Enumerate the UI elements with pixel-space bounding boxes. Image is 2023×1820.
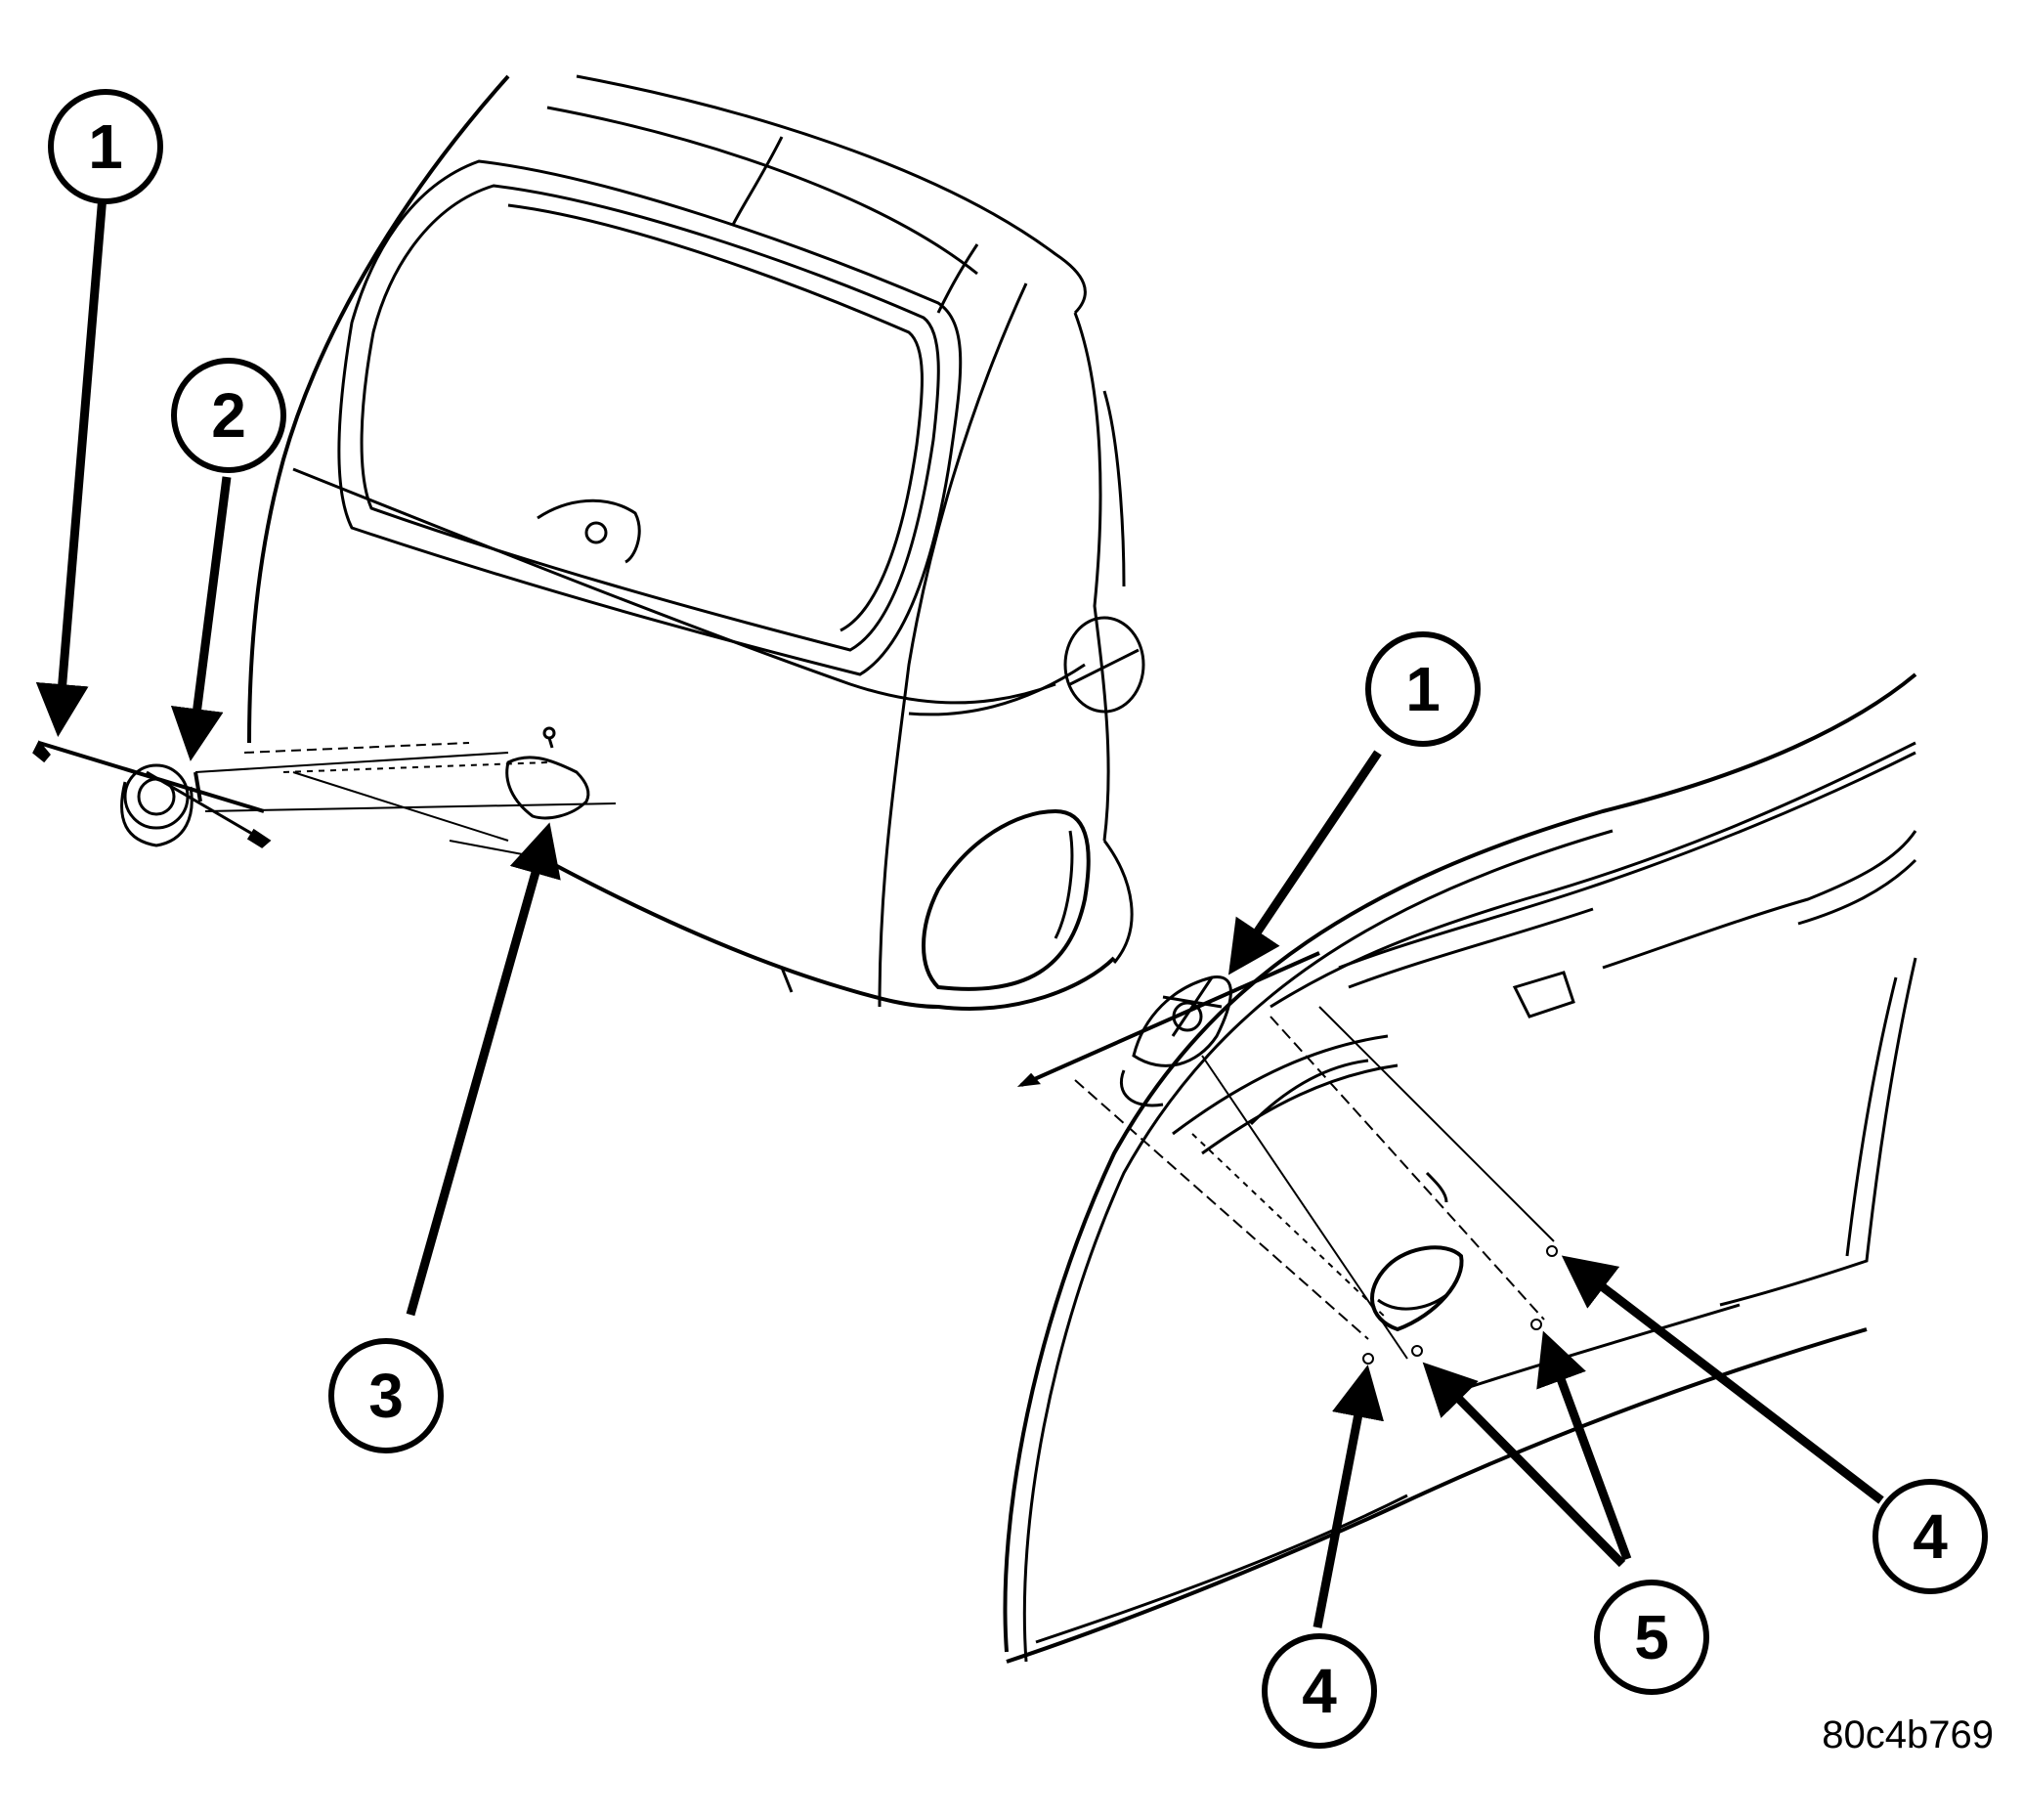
rear-alignment-lines <box>194 742 617 856</box>
fastener-points <box>1362 1245 1558 1365</box>
callout-left-3: 3 <box>328 1338 444 1453</box>
arrow-right-5a <box>1422 1362 1626 1568</box>
figure-reference-code: 80c4b769 <box>1822 1713 1994 1756</box>
callout-left-2: 2 <box>171 358 286 473</box>
leader-arrows <box>35 195 1884 1628</box>
arrow-right-5b <box>1536 1330 1632 1561</box>
arrow-right-1 <box>1227 750 1382 975</box>
callout-right-4-lower: 4 <box>1262 1633 1377 1749</box>
front-alignment-lines <box>1074 1006 1555 1360</box>
arrow-left-2 <box>170 476 232 761</box>
callout-label: 1 <box>88 111 123 182</box>
rear-washer-nozzle <box>505 726 590 820</box>
arrow-left-3 <box>406 822 561 1317</box>
rear-vehicle-body <box>247 74 1145 1011</box>
front-vehicle-body <box>1003 672 1917 1664</box>
callout-label: 2 <box>211 380 246 451</box>
callout-label: 4 <box>1913 1501 1948 1572</box>
arrow-right-4a <box>1313 1365 1385 1628</box>
front-wiper-assembly <box>1016 951 1320 1107</box>
arrow-left-1 <box>35 195 108 737</box>
callout-right-1: 1 <box>1365 631 1481 747</box>
arrow-right-4b <box>1561 1255 1884 1504</box>
callout-label: 1 <box>1405 654 1441 724</box>
rear-wiper-assembly <box>32 740 272 848</box>
callout-left-1: 1 <box>48 89 163 204</box>
callout-right-4-upper: 4 <box>1872 1479 1988 1594</box>
callout-label: 4 <box>1302 1656 1337 1726</box>
callout-right-5: 5 <box>1594 1580 1709 1695</box>
callout-label: 3 <box>368 1361 404 1431</box>
callout-label: 5 <box>1634 1602 1669 1672</box>
